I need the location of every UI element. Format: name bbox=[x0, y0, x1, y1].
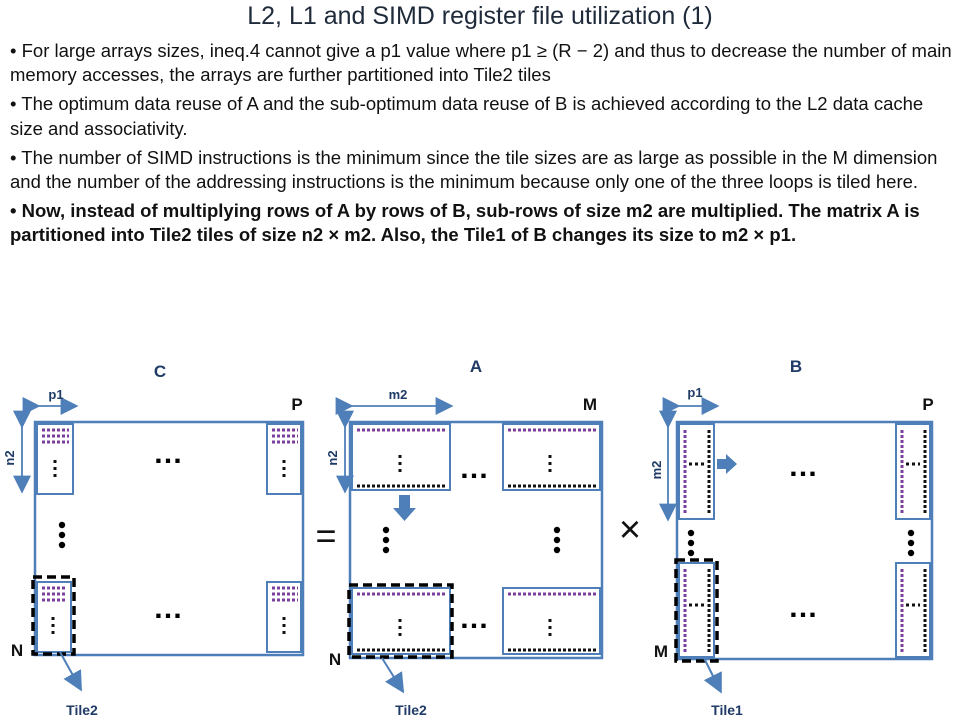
b-block-top-left bbox=[678, 423, 715, 520]
matrix-a: A m2 n2 M N … … Tile2 bbox=[325, 357, 604, 718]
c-block-top-left bbox=[36, 423, 74, 495]
bullet-1: For large arrays sizes, ineq.4 cannot gi… bbox=[10, 39, 955, 87]
c-p1-label: p1 bbox=[48, 387, 63, 402]
matrix-b: B p1 m2 P M … … Tile1 bbox=[649, 357, 934, 718]
c-dim-p: P bbox=[291, 395, 302, 414]
c-callout-label: Tile2 bbox=[66, 702, 98, 718]
bullet-list: For large arrays sizes, ineq.4 cannot gi… bbox=[10, 39, 955, 253]
matrix-b-name: B bbox=[790, 357, 802, 376]
c-tile2-outline bbox=[31, 575, 76, 656]
equals-sign: = bbox=[315, 515, 336, 556]
a-dim-m: M bbox=[583, 395, 597, 414]
a-down-arrow bbox=[393, 495, 416, 521]
bullet-3: The number of SIMD instructions is the m… bbox=[10, 146, 955, 194]
c-block-top-right bbox=[266, 423, 302, 495]
matrix-c: C p1 n2 P N … … bbox=[2, 362, 305, 718]
c-ellipsis-top: … bbox=[153, 437, 183, 470]
times-sign: × bbox=[619, 509, 641, 551]
a-n2-label: n2 bbox=[325, 450, 340, 465]
c-vdots-left bbox=[58, 521, 66, 549]
b-dim-p: P bbox=[922, 395, 933, 414]
c-block-bottom-right bbox=[266, 581, 302, 653]
b-m2-label: m2 bbox=[649, 461, 664, 480]
matrix-a-border bbox=[348, 420, 604, 660]
a-dim-n: N bbox=[329, 650, 341, 669]
b-callout-label: Tile1 bbox=[711, 702, 743, 718]
b-block-bottom-left bbox=[678, 562, 715, 658]
a-block-bottom-right bbox=[502, 587, 601, 655]
b-p1-label: p1 bbox=[687, 385, 702, 400]
a-vdots-right bbox=[553, 526, 561, 554]
a-callout-label: Tile2 bbox=[395, 702, 427, 718]
c-dim-n: N bbox=[11, 641, 23, 660]
c-n2-label: n2 bbox=[2, 450, 17, 465]
b-ellipsis-bottom: … bbox=[788, 591, 818, 624]
bullet-2: The optimum data reuse of A and the sub-… bbox=[10, 92, 955, 140]
c-ellipsis-bottom: … bbox=[153, 592, 183, 625]
c-callout-arrow bbox=[59, 651, 82, 692]
slide-title: L2, L1 and SIMD register file utilizatio… bbox=[247, 2, 713, 30]
matrix-c-name: C bbox=[154, 362, 166, 381]
matrix-b-border bbox=[675, 420, 934, 661]
b-ellipsis-top: … bbox=[788, 450, 818, 483]
b-callout-arrow bbox=[703, 657, 722, 694]
a-vdots-left bbox=[382, 526, 390, 554]
b-vdots-left bbox=[687, 529, 695, 557]
b-vdots-right bbox=[907, 529, 915, 557]
a-tile2-outline bbox=[347, 583, 454, 659]
b-dim-m: M bbox=[654, 642, 668, 661]
a-callout-arrow bbox=[381, 657, 405, 694]
tiling-diagram: C p1 n2 P N … … bbox=[2, 357, 934, 718]
bullet-4: Now, instead of multiplying rows of A by… bbox=[10, 199, 955, 247]
a-block-top-left bbox=[351, 423, 451, 491]
a-block-top-right bbox=[502, 423, 601, 491]
matrix-c-border bbox=[33, 420, 305, 657]
b-block-top-right bbox=[895, 423, 931, 520]
b-tile1-outline bbox=[674, 558, 719, 663]
a-m2-label: m2 bbox=[389, 387, 408, 402]
b-block-bottom-right bbox=[895, 562, 931, 658]
c-block-bottom-left bbox=[36, 581, 72, 653]
a-ellipsis-bottom: … bbox=[459, 602, 489, 635]
a-block-bottom-left bbox=[351, 587, 451, 655]
a-ellipsis-top: … bbox=[459, 452, 489, 485]
b-right-arrow bbox=[717, 454, 737, 474]
matrix-a-name: A bbox=[470, 357, 482, 376]
